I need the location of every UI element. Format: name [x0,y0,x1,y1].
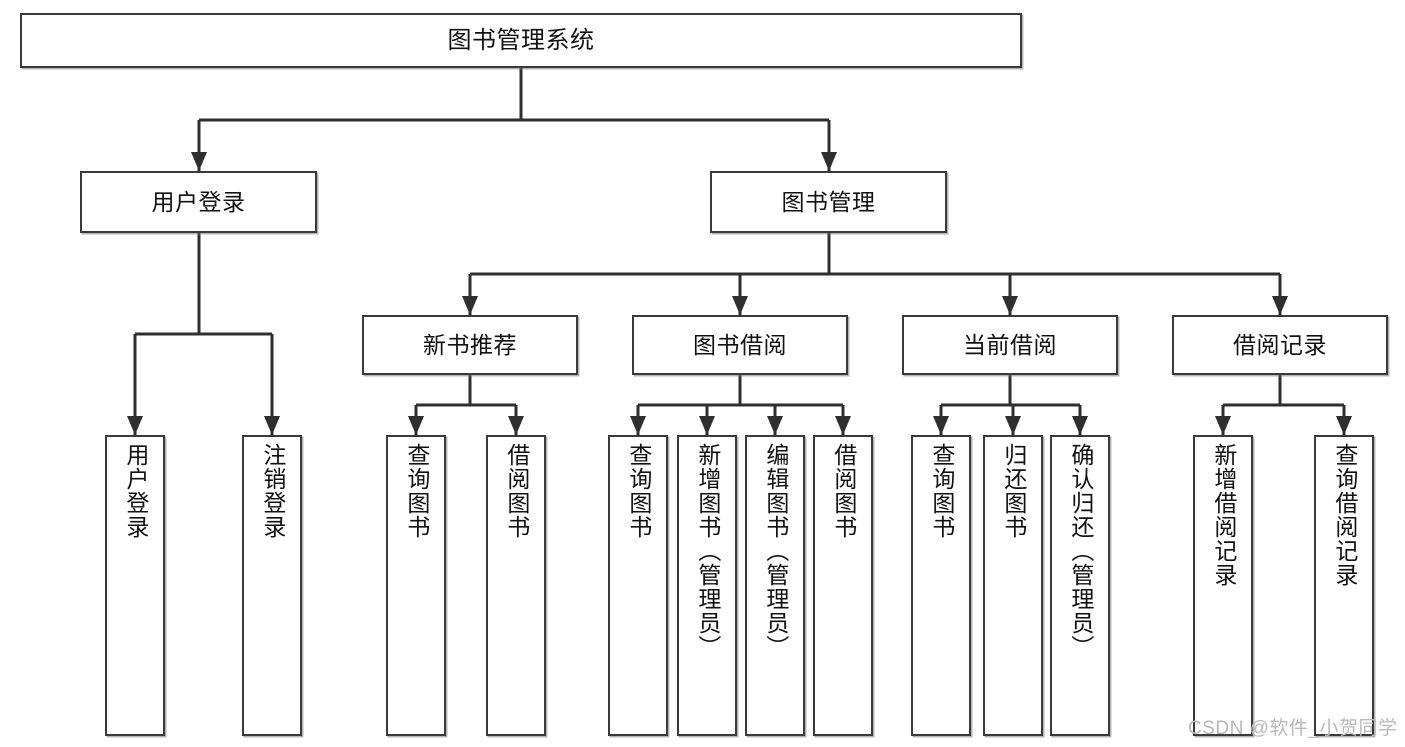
node-leaf-user-logout[interactable]: 注销登录 [242,435,302,736]
node-user-login[interactable]: 用户登录 [80,171,317,233]
arrow-head-icon-leaf-borrow-query [630,416,646,435]
arrow-head-icon-leaf-rec-add [1215,416,1231,435]
node-leaf-borrow-add[interactable]: 新增图书（管理员） [677,435,737,736]
node-label-book-borrow: 图书借阅 [693,331,787,358]
arrow-head-icon-leaf-cur-query [933,416,949,435]
arrow-head-icon-leaf-borrow-lend [835,416,851,435]
node-label-leaf-cur-return: 归还图书 [1000,443,1027,539]
node-label-leaf-rec-query: 查询图书 [403,443,430,539]
arrow-head-icon-new-book-rec [462,296,478,315]
node-label-leaf-borrow-add: 新增图书（管理员） [694,443,721,659]
node-label-book-manage: 图书管理 [781,188,876,215]
arrow-head-icon-leaf-rec-query2 [1336,416,1352,435]
node-label-root: 图书管理系统 [447,26,595,54]
arrow-head-icon-leaf-user-login [127,416,143,435]
node-leaf-cur-return[interactable]: 归还图书 [983,435,1043,736]
node-leaf-cur-query[interactable]: 查询图书 [911,435,971,736]
node-label-leaf-rec-borrow: 借阅图书 [503,443,530,539]
node-leaf-user-login[interactable]: 用户登录 [105,435,165,736]
arrow-head-icon-borrow-record [1272,296,1288,315]
node-label-user-login: 用户登录 [151,188,246,215]
node-leaf-cur-confirm[interactable]: 确认归还（管理员） [1050,435,1110,736]
node-book-borrow[interactable]: 图书借阅 [632,315,848,375]
node-borrow-record[interactable]: 借阅记录 [1172,315,1388,375]
node-leaf-borrow-lend[interactable]: 借阅图书 [813,435,873,736]
node-label-leaf-cur-confirm: 确认归还（管理员） [1067,443,1094,659]
arrow-head-icon-leaf-cur-return [1005,416,1021,435]
arrow-head-icon-current-borrow [1002,296,1018,315]
node-root[interactable]: 图书管理系统 [20,13,1022,68]
arrow-head-icon-leaf-rec-borrow [508,416,524,435]
node-label-leaf-user-login: 用户登录 [122,443,149,539]
node-label-new-book-rec: 新书推荐 [423,331,517,358]
node-leaf-rec-add[interactable]: 新增借阅记录 [1193,435,1253,736]
node-leaf-rec-query2[interactable]: 查询借阅记录 [1314,435,1374,736]
node-label-borrow-record: 借阅记录 [1233,331,1327,358]
arrow-head-icon-book-manage [821,152,837,171]
node-leaf-rec-query[interactable]: 查询图书 [386,435,446,736]
node-label-leaf-user-logout: 注销登录 [259,443,286,539]
node-leaf-borrow-query[interactable]: 查询图书 [608,435,668,736]
node-label-leaf-borrow-query: 查询图书 [625,443,652,539]
arrow-head-icon-user-login [191,152,207,171]
arrow-head-icon-leaf-user-logout [264,416,280,435]
arrow-head-icon-book-borrow [732,296,748,315]
node-leaf-borrow-edit[interactable]: 编辑图书（管理员） [745,435,805,736]
node-label-leaf-rec-query2: 查询借阅记录 [1331,443,1358,587]
node-label-leaf-cur-query: 查询图书 [928,443,955,539]
arrow-head-icon-leaf-borrow-add [699,416,715,435]
node-current-borrow[interactable]: 当前借阅 [902,315,1118,375]
watermark-text: CSDN @软件_小贺同学 [1188,718,1398,739]
node-label-leaf-borrow-edit: 编辑图书（管理员） [762,443,789,659]
node-label-leaf-rec-add: 新增借阅记录 [1210,443,1237,587]
node-book-manage[interactable]: 图书管理 [710,171,947,233]
node-leaf-rec-borrow[interactable]: 借阅图书 [486,435,546,736]
arrow-head-icon-leaf-borrow-edit [767,416,783,435]
node-label-leaf-borrow-lend: 借阅图书 [830,443,857,539]
arrow-head-icon-leaf-rec-query [408,416,424,435]
node-label-current-borrow: 当前借阅 [963,331,1057,358]
arrow-head-icon-leaf-cur-confirm [1072,416,1088,435]
node-new-book-rec[interactable]: 新书推荐 [362,315,578,375]
